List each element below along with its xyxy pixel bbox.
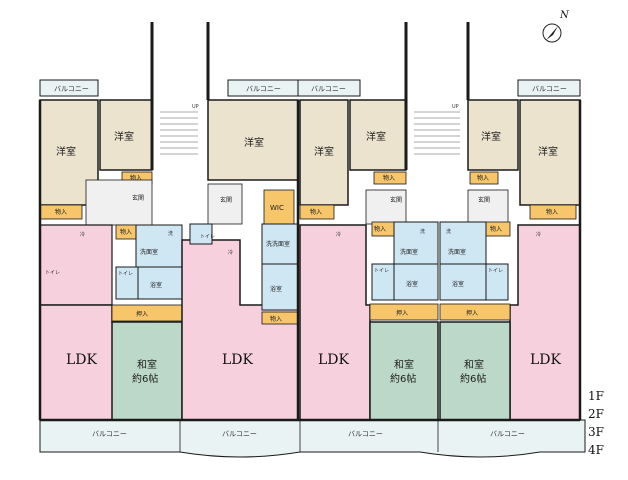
unit1-storage-1-label: 物入 [130,174,142,182]
stair1-up-label: UP [192,104,199,110]
balcony-top-1-label: バルコニー [54,85,89,93]
unit2-wic [263,189,295,225]
bottom-balconies: バルコニー バルコニー バルコニー バルコニー [39,419,586,458]
unit3-toilet-label: トイレ [374,268,389,274]
unit1-bathroom-label: 浴室 [150,281,162,289]
unit4-washer-label: 洗 [446,228,451,235]
floor-list: 1F 2F 3F 4F [588,389,604,457]
unit2-toilet-label: トイレ [200,234,215,240]
unit3-bathroom-label: 浴室 [406,280,418,288]
unit4-fridge-label: 冷 [536,231,541,238]
balcony-top-3-label: バルコニー [311,85,346,93]
floor-3f: 3F [588,425,604,439]
balcony-bottom-2-label: バルコニー [222,430,257,438]
staircase-1: UP [150,22,210,170]
unit4-western-1-label: 洋室 [481,130,501,143]
unit3-fridge-label: 冷 [336,231,341,238]
unit4-storage-3-label: 物入 [490,225,502,233]
floor-1f: 1F [588,389,604,403]
unit-3: 洋室 洋室 物入 物入 玄関 LDK 冷 物入 洗面室 洗 トイレ 浴室 押入 … [299,99,439,421]
unit3-storage-1-label: 物入 [383,174,395,182]
unit4-storage-1-label: 物入 [477,174,489,182]
unit1-ldk-label: LDK [66,352,98,368]
unit1-washroom-label: 洗面室 [140,248,158,256]
balcony-bottom-3-label: バルコニー [348,430,383,438]
unit4-closet-label: 押入 [466,309,478,317]
unit2-western-label: 洋室 [244,136,264,149]
outer-walls [38,100,582,422]
unit3-japanese-label: 和室 [394,358,414,371]
unit4-western-room-1 [467,99,519,171]
unit3-western-1-label: 洋室 [314,145,334,158]
north-compass: N [542,10,570,43]
unit3-closet-label: 押入 [396,309,408,317]
unit4-japanese-room [439,321,511,421]
unit-1: 洋室 洋室 物入 物入 玄関 LDK 冷 トイレ 物入 洗面室 洗 トイレ 浴室… [39,99,183,421]
unit4-washroom-label: 洗面室 [448,248,466,256]
unit3-entrance-label: 玄関 [390,196,402,204]
unit3-ldk [299,224,371,421]
unit2-ldk-label: LDK [222,352,254,368]
unit2-western-room [207,99,299,181]
unit4-ldk-label: LDK [530,352,562,368]
unit3-storage-2-label: 物入 [310,208,322,216]
balcony-top-2-label: バルコニー [246,85,281,93]
unit3-storage-3-label: 物入 [374,225,386,233]
balcony-top-2 [227,79,361,97]
top-balconies: バルコニー バルコニー バルコニー バルコニー [39,79,581,97]
unit4-japanese-size: 約6帖 [460,372,486,385]
unit1-japanese-room [111,321,183,421]
unit1-washer-label: 洗 [168,230,173,237]
unit2-fridge-label: 冷 [228,249,233,256]
unit-2: 洋室 WIC 玄関 LDK 冷 トイレ 洗洗面室 浴室 物入 [181,99,299,421]
unit1-kitchen-label: トイレ [45,270,60,276]
floor-2f: 2F [588,407,604,421]
unit4-japanese-label: 和室 [464,358,484,371]
unit2-storage-label: 物入 [270,315,282,323]
unit1-japanese-size: 約6帖 [132,372,158,385]
balcony-bottom-4-label: バルコニー [490,430,525,438]
unit3-ldk-label: LDK [318,352,350,368]
balcony-top-4 [517,79,581,97]
balcony-top-1 [39,79,99,97]
unit3-western-2-label: 洋室 [366,130,386,143]
unit3-washer-label: 洗 [420,228,425,235]
balcony-bottom-1-label: バルコニー [92,430,127,438]
unit3-western-room-1 [299,99,349,206]
unit1-japanese-label: 和室 [137,358,157,371]
unit2-bathroom-label: 浴室 [270,285,282,293]
unit4-toilet-label: トイレ [488,268,503,274]
balcony-top-4-label: バルコニー [532,85,567,93]
unit4-entrance-label: 玄関 [478,196,490,204]
unit3-western-room-2 [349,99,407,171]
unit1-entrance-label: 玄関 [132,194,144,202]
compass-letter: N [559,10,570,21]
unit4-storage-2-label: 物入 [546,208,558,216]
unit2-washroom-label: 洗洗面室 [266,240,290,248]
staircase-2: UP [404,22,470,170]
unit1-closet-label: 押入 [136,310,148,318]
unit1-western-room-2 [99,99,153,171]
unit4-western-2-label: 洋室 [538,145,558,158]
unit1-western-room-2-label: 洋室 [114,130,134,143]
unit3-japanese-size: 約6帖 [390,372,416,385]
unit1-toilet-label: トイレ [118,271,133,277]
unit1-storage-3-label: 物入 [120,228,132,236]
stair2-up-label: UP [452,104,459,110]
unit1-western-room-1-label: 洋室 [56,145,76,158]
unit1-fridge-label: 冷 [80,231,85,238]
unit4-ldk [509,224,581,421]
unit-4: 洋室 洋室 物入 物入 玄関 LDK 冷 物入 洗面室 洗 浴室 トイレ 押入 … [439,99,581,421]
unit4-bathroom-label: 浴室 [452,280,464,288]
unit1-storage-2-label: 物入 [55,208,67,216]
unit2-entrance-label: 玄関 [220,196,232,204]
unit3-washroom-label: 洗面室 [400,248,418,256]
unit2-wic-label: WIC [270,204,284,212]
floor-4f: 4F [588,443,604,457]
unit3-japanese-room [369,321,439,421]
